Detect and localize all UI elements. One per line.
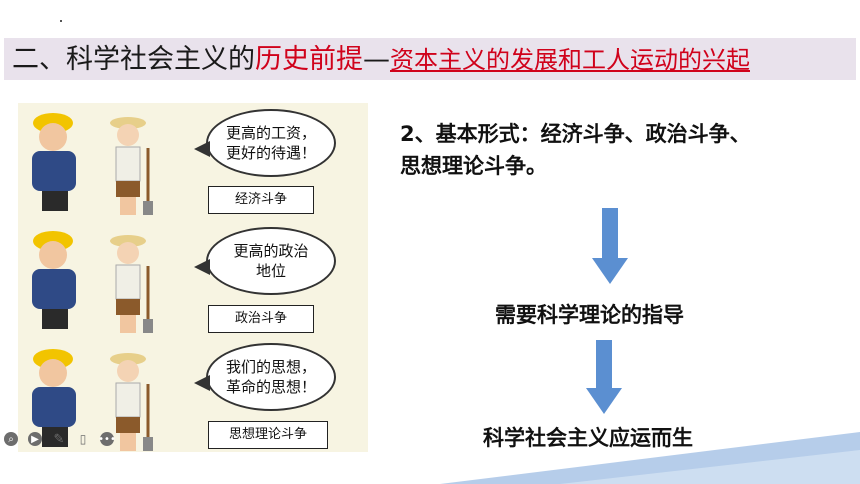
speech-bubble: 更高的工资，更好的待遇！: [194, 109, 336, 177]
label-ideological-struggle: 思想理论斗争: [208, 421, 328, 449]
slide-title: 二、科学社会主义的历史前提—资本主义的发展和工人运动的兴起: [12, 42, 750, 78]
speech-bubble: 我们的思想，革命的思想！: [194, 343, 336, 411]
main-point: 2、基本形式：经济斗争、政治斗争、 思想理论斗争。: [400, 122, 751, 178]
comic-illustration: 更高的工资，更好的待遇！ 经济斗争 更高的政治地位 政治斗争: [18, 103, 368, 452]
media-toolbar: ⌕ ▶ ✎ ▯ •••: [4, 431, 116, 448]
comic-row: 更高的政治地位 政治斗争: [18, 221, 368, 336]
title-part2: 历史前提: [255, 44, 363, 75]
title-dash: —: [363, 44, 390, 75]
more-icon[interactable]: •••: [98, 432, 116, 446]
decorative-wave: [440, 432, 860, 484]
workers-figure-icon: [32, 113, 153, 215]
title-part3: 资本主义的发展和工人运动的兴起: [390, 46, 750, 74]
label-political-struggle: 政治斗争: [208, 305, 314, 333]
title-part1: 二、科学社会主义的: [12, 44, 255, 75]
down-arrow-icon: [586, 340, 622, 414]
label-economic-struggle: 经济斗争: [208, 186, 314, 214]
workers-figure-icon: [32, 231, 153, 333]
node-socialism-arises: 科学社会主义应运而生: [483, 426, 693, 450]
phone-icon[interactable]: ▯: [79, 432, 87, 446]
slide-dot: [60, 20, 62, 22]
play-icon[interactable]: ▶: [28, 432, 42, 446]
pen-icon[interactable]: ✎: [53, 431, 65, 447]
speech-bubble: 更高的政治地位: [194, 227, 336, 295]
zoom-icon[interactable]: ⌕: [4, 432, 18, 446]
comic-row: 我们的思想，革命的思想！ 思想理论斗争: [18, 339, 368, 452]
node-need-theory: 需要科学理论的指导: [495, 303, 684, 327]
workers-figure-icon: [32, 349, 153, 451]
comic-row: 更高的工资，更好的待遇！ 经济斗争: [18, 103, 368, 218]
down-arrow-icon: [592, 208, 628, 284]
title-bar: [4, 38, 856, 80]
